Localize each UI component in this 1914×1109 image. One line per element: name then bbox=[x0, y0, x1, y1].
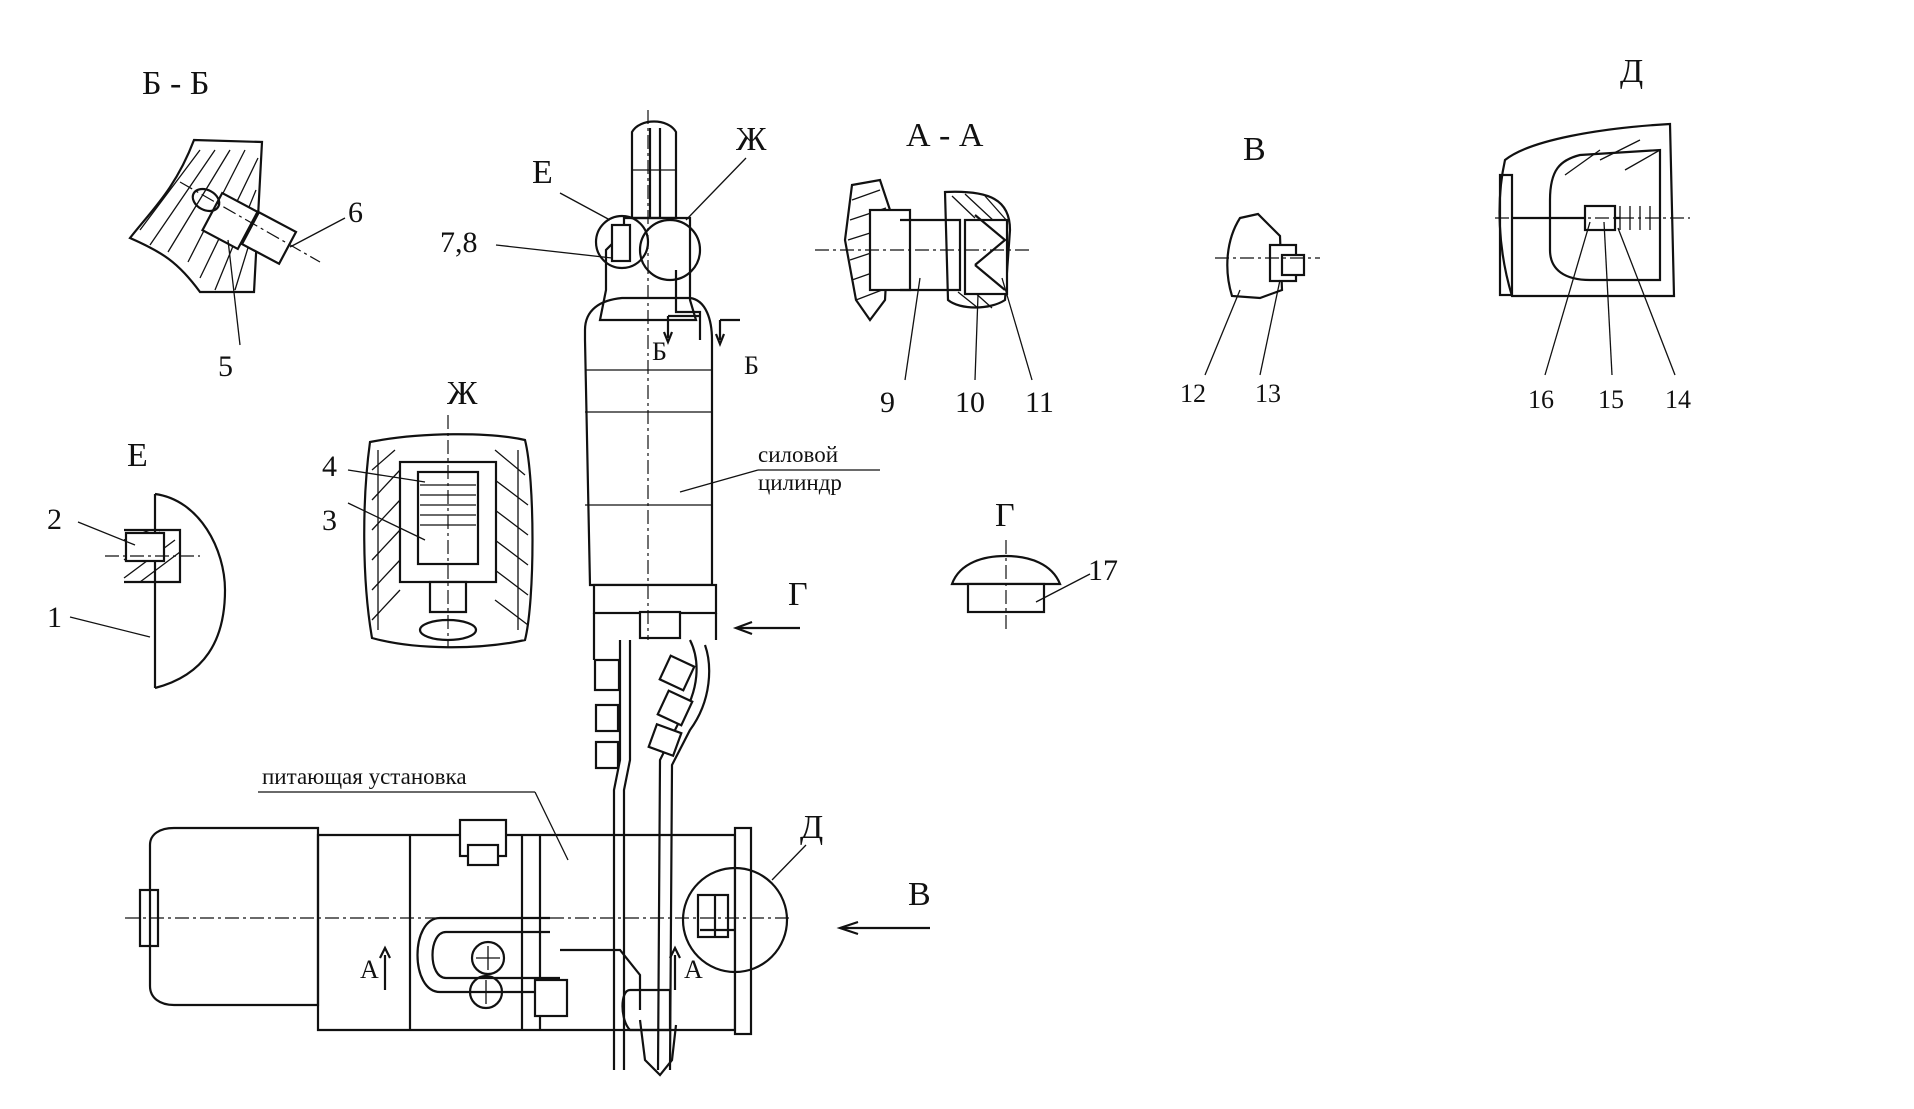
view-e-title: Е bbox=[127, 437, 148, 474]
part-11: 11 bbox=[1025, 386, 1054, 419]
part-5: 5 bbox=[218, 350, 233, 383]
caption-feed-unit: питающая установка bbox=[262, 764, 467, 789]
part-17: 17 bbox=[1088, 554, 1118, 587]
view-v-title: В bbox=[1243, 131, 1266, 168]
marker-e: Е bbox=[532, 154, 553, 191]
part-9: 9 bbox=[880, 386, 895, 419]
view-g-title: Г bbox=[995, 497, 1015, 534]
part-7-8: 7,8 bbox=[440, 226, 478, 259]
view-d: Д 16 15 14 bbox=[1495, 53, 1691, 414]
section-bb: Б - Б 5 6 bbox=[128, 65, 363, 383]
marker-v: В bbox=[908, 876, 931, 913]
marker-a-right: А bbox=[684, 955, 703, 984]
caption-power-cylinder-1: силовой bbox=[758, 442, 838, 467]
part-6: 6 bbox=[348, 196, 363, 229]
part-2: 2 bbox=[47, 503, 62, 536]
view-v: В 12 13 bbox=[1180, 131, 1320, 408]
marker-a-left: А bbox=[360, 955, 379, 984]
part-1: 1 bbox=[47, 601, 62, 634]
part-14: 14 bbox=[1665, 385, 1691, 414]
feed-unit: питающая установка А А Д bbox=[125, 764, 931, 1077]
caption-power-cylinder-2: цилиндр bbox=[758, 470, 842, 495]
part-15: 15 bbox=[1598, 385, 1624, 414]
part-13: 13 bbox=[1255, 379, 1281, 408]
marker-b-right: Б bbox=[744, 351, 759, 380]
marker-g: Г bbox=[788, 576, 808, 613]
marker-zh: Ж bbox=[736, 121, 767, 158]
view-e: Е 2 1 bbox=[47, 437, 227, 690]
section-bb-title: Б - Б bbox=[142, 65, 209, 102]
part-12: 12 bbox=[1180, 379, 1206, 408]
view-zh: Ж 4 3 bbox=[322, 375, 534, 649]
view-d-title: Д bbox=[1620, 53, 1643, 90]
part-16: 16 bbox=[1528, 385, 1554, 414]
marker-d: Д bbox=[800, 809, 823, 846]
marker-b-left: Б bbox=[652, 337, 667, 366]
part-10: 10 bbox=[955, 386, 985, 419]
power-cylinder: Е Ж 7,8 Б Б силовой цилиндр Г bbox=[440, 110, 880, 1071]
view-zh-title: Ж bbox=[447, 375, 478, 412]
part-3: 3 bbox=[322, 504, 337, 537]
section-aa: А - А 9 10 11 bbox=[815, 117, 1054, 419]
view-g: Г 17 bbox=[950, 497, 1118, 630]
section-aa-title: А - А bbox=[906, 117, 984, 154]
part-4: 4 bbox=[322, 450, 337, 483]
